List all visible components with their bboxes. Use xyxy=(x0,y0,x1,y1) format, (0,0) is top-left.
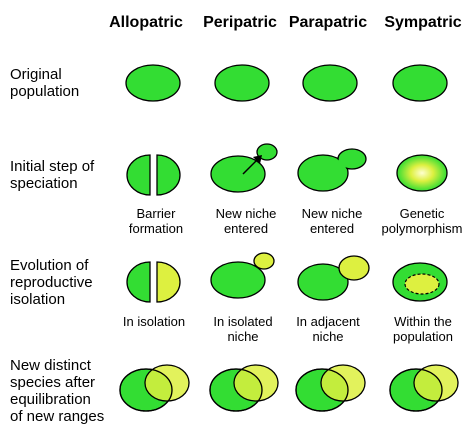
population-allopatric-isolated-left xyxy=(126,261,151,303)
caption-barrier-formation: Barrier formation xyxy=(128,206,184,236)
species-sympatric-final xyxy=(389,364,459,412)
species-peripatric-final xyxy=(209,364,279,412)
column-header-sympatric: Sympatric xyxy=(384,14,462,31)
caption-in-adjacent-niche: In adjacent niche xyxy=(296,314,360,344)
population-sympatric-original xyxy=(392,64,448,102)
population-parapatric-parent xyxy=(297,263,349,301)
caption-in-isolated-niche: In isolated niche xyxy=(213,314,273,344)
row-label-initial-step: Initial step of speciation xyxy=(10,158,95,192)
population-allopatric-isolated-right xyxy=(156,261,181,303)
dispersal-arrow-shaft xyxy=(242,158,259,175)
dispersal-arrow-head xyxy=(253,155,262,164)
population-parapatric-original xyxy=(302,64,358,102)
population-allopatric-original xyxy=(125,64,181,102)
caption-new-niche-entered-peripatric: New niche entered xyxy=(215,206,277,236)
caption-within-the-population: Within the population xyxy=(393,314,453,344)
column-header-allopatric: Allopatric xyxy=(109,14,183,31)
caption-genetic-polymorphism: Genetic polymorphism xyxy=(381,206,463,236)
column-header-parapatric: Parapatric xyxy=(288,14,368,31)
species-allopatric-final xyxy=(119,364,190,412)
row-label-new-species: New distinct species after equilibration… xyxy=(10,357,105,425)
population-parapatric-main-cover xyxy=(299,156,347,190)
species-parapatric-final xyxy=(295,364,366,412)
population-sympatric-subgroup xyxy=(404,273,440,295)
caption-new-niche-entered-parapatric: New niche entered xyxy=(301,206,363,236)
population-allopatric-left-half xyxy=(126,154,151,196)
population-parapatric-adjacent xyxy=(337,148,367,170)
population-peripatric-main xyxy=(210,155,266,193)
caption-in-isolation: In isolation xyxy=(122,314,186,329)
population-sympatric-polymorphic xyxy=(396,154,448,192)
population-peripatric-colony xyxy=(256,143,278,161)
population-allopatric-right-half xyxy=(156,154,181,196)
population-peripatric-isolated xyxy=(253,252,275,270)
population-peripatric-original xyxy=(214,64,270,102)
row-label-original-population: Original population xyxy=(10,66,80,100)
population-parapatric-adjacent-new xyxy=(338,255,370,281)
row-label-evolution-isolation: Evolution of reproductive isolation xyxy=(10,257,93,308)
column-header-peripatric: Peripatric xyxy=(203,14,277,31)
population-peripatric-parent xyxy=(210,261,266,299)
